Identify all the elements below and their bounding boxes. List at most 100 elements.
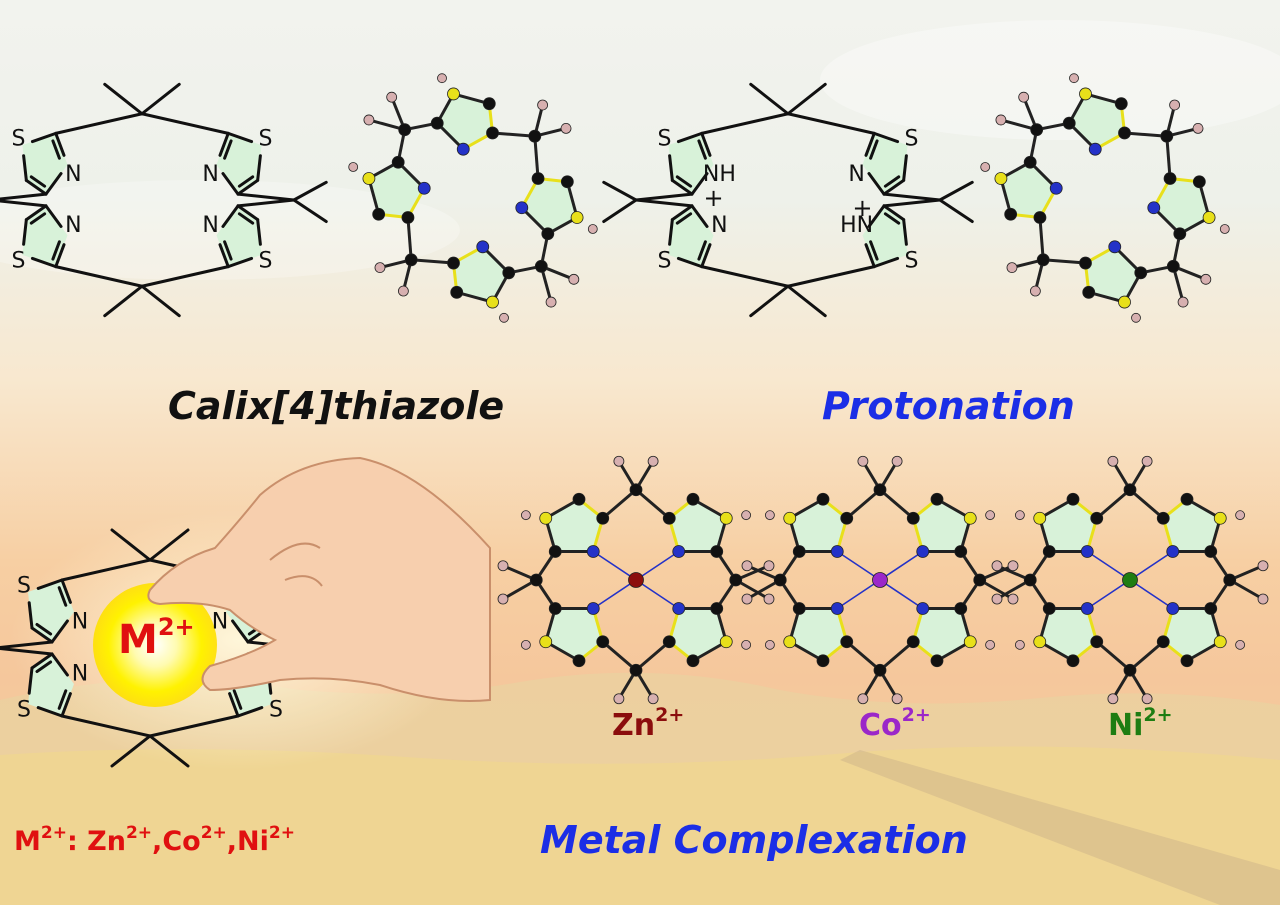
charge-label: + xyxy=(852,194,872,222)
hydrogen-atom xyxy=(741,639,752,650)
hydrogen-atom xyxy=(568,273,580,285)
carbon-atom xyxy=(873,483,887,497)
carbon-atom xyxy=(1173,227,1187,241)
sulfur-atom xyxy=(447,87,460,101)
bond xyxy=(140,82,181,116)
carbon-atom xyxy=(1204,545,1218,558)
carbon-atom xyxy=(1223,573,1237,587)
bond xyxy=(51,139,61,160)
carbon-atom xyxy=(1004,207,1018,221)
sulfur-atom xyxy=(570,211,584,224)
bond xyxy=(292,198,328,224)
bond xyxy=(35,623,53,636)
bond xyxy=(668,154,674,182)
co-complex-label: Co2+ xyxy=(859,704,931,743)
bond xyxy=(148,528,190,562)
carbon-atom xyxy=(1066,492,1080,506)
hydrogen-atom xyxy=(1219,224,1230,234)
bond xyxy=(882,204,906,222)
carbon-atom xyxy=(560,175,574,189)
bond xyxy=(223,139,233,160)
bond xyxy=(27,601,34,630)
bond xyxy=(634,192,694,202)
sulfur-atom xyxy=(783,635,797,649)
nitrogen-atom xyxy=(830,545,844,558)
hydrogen-atom xyxy=(741,510,752,521)
metal-list-prefix: M xyxy=(14,826,41,857)
sulfur-label: S xyxy=(12,248,26,273)
hydrogen-atom xyxy=(1192,122,1204,134)
carbon-atom xyxy=(1033,211,1047,224)
nitrogen-label: HN xyxy=(840,213,873,238)
hydrogen-atom xyxy=(1257,593,1269,605)
thiazole-ring-fill xyxy=(1039,608,1097,661)
carbon-atom xyxy=(450,285,464,299)
carbon-atom xyxy=(1123,663,1137,677)
bond-stick xyxy=(635,550,680,581)
bond xyxy=(54,131,66,157)
sulfur-atom xyxy=(1202,211,1216,224)
bond xyxy=(700,131,712,157)
carbon-atom xyxy=(840,511,854,525)
bond xyxy=(634,198,694,208)
carbon-atom xyxy=(1023,573,1037,587)
carbon-atom xyxy=(572,492,586,506)
carbon-atom xyxy=(792,545,806,558)
bond xyxy=(902,154,908,182)
bond xyxy=(869,240,879,261)
carbon-atom xyxy=(1030,123,1044,137)
bond xyxy=(864,243,876,269)
bond xyxy=(786,112,876,135)
metal-list-co: Co2+, xyxy=(162,823,238,857)
bond xyxy=(0,192,48,201)
bond-stick xyxy=(1165,136,1172,179)
carbon-atom xyxy=(529,573,543,587)
sulfur-atom xyxy=(539,511,553,525)
bond xyxy=(0,199,48,208)
carbon-atom xyxy=(686,654,700,668)
bond xyxy=(29,212,47,225)
bond xyxy=(54,112,144,135)
nitrogen-atom xyxy=(1108,240,1122,254)
carbon-atom xyxy=(531,172,545,185)
bond-stick xyxy=(411,258,454,265)
hydrogen-atom xyxy=(499,312,509,323)
carbon-atom xyxy=(482,97,496,111)
carbon-atom xyxy=(1163,172,1177,185)
hydrogen-atom xyxy=(1177,296,1189,308)
sulfur-label: S xyxy=(904,248,918,273)
hydrogen-atom xyxy=(613,693,625,705)
carbon-atom xyxy=(1180,654,1194,668)
sulfur-label: S xyxy=(17,574,31,599)
bond xyxy=(697,240,707,261)
bond xyxy=(872,131,900,144)
hydrogen-atom xyxy=(995,114,1007,126)
bond-stick xyxy=(1129,579,1174,610)
bond xyxy=(0,640,54,649)
bond-stick xyxy=(1095,640,1131,672)
hydrogen-atom xyxy=(1141,693,1153,705)
carbon-atom xyxy=(686,492,700,506)
hydrogen-atom xyxy=(374,262,386,274)
carbon-atom xyxy=(1166,259,1180,273)
nitrogen-atom xyxy=(672,545,686,558)
carbon-atom xyxy=(572,654,586,668)
bond-stick xyxy=(635,640,671,672)
hydrogen-atom xyxy=(1107,455,1119,467)
metal-ion-label: M2+ xyxy=(118,613,195,663)
bond-stick xyxy=(533,136,540,179)
nitrogen-label: N xyxy=(202,162,218,187)
bond xyxy=(786,284,827,318)
hydrogen-atom xyxy=(891,455,903,467)
bond-stick xyxy=(836,550,881,581)
bond xyxy=(57,689,68,710)
sulfur-atom xyxy=(1079,87,1092,101)
bond xyxy=(24,204,48,222)
bond-stick xyxy=(1095,488,1131,520)
nitrogen-atom xyxy=(1147,201,1161,215)
nitrogen-atom xyxy=(1166,602,1180,615)
bond xyxy=(30,256,58,269)
carbon-atom xyxy=(662,511,676,525)
nitrogen-atom xyxy=(476,240,490,254)
